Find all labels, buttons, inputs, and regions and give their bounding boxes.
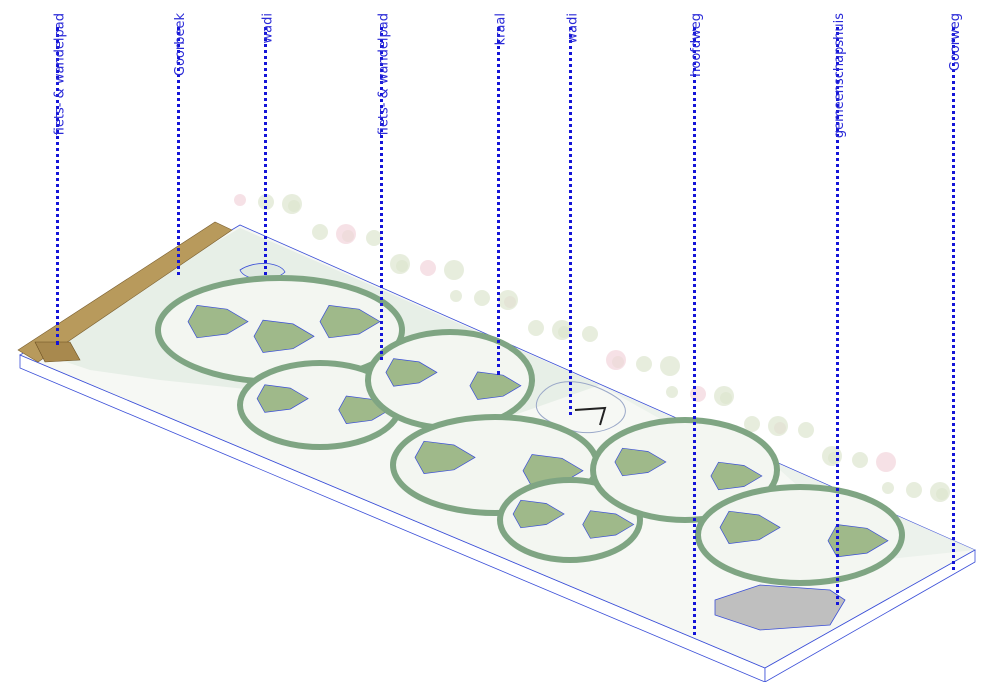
leader-line [497, 27, 500, 375]
house-roof [253, 319, 315, 353]
tree [420, 260, 436, 276]
leader-line [569, 27, 572, 415]
tree [768, 416, 788, 436]
cluster-path-ring [497, 477, 643, 563]
house-roof [827, 524, 889, 558]
annotation-label: fiets- & wandelpad [52, 13, 67, 136]
tree [390, 254, 410, 274]
wadi-pond [535, 381, 626, 434]
annotation-label: wadi [565, 13, 580, 44]
kraal-structure [574, 406, 607, 426]
leader-line [693, 27, 696, 635]
house-roof [385, 358, 438, 387]
house-roof [319, 305, 381, 339]
house-roof [710, 461, 763, 491]
tree [282, 194, 302, 214]
annotation-label: gemeenschapshuis [832, 13, 847, 139]
leader-line [177, 27, 180, 275]
annotation-label: Goorweg [948, 13, 963, 72]
tree [852, 452, 868, 468]
leader-line [836, 27, 839, 605]
tree [744, 416, 760, 432]
tree [234, 194, 246, 206]
leader-line [380, 27, 383, 360]
house-roof [256, 384, 309, 413]
tree [582, 326, 598, 342]
tree [498, 290, 518, 310]
tree [366, 230, 382, 246]
tree [660, 356, 680, 376]
tree [552, 320, 572, 340]
annotation-label: wadi [260, 13, 275, 44]
tree [606, 350, 626, 370]
cluster-path-ring [590, 417, 780, 523]
house-roof [187, 305, 249, 339]
tree [474, 290, 490, 306]
slab-front-edge [764, 549, 976, 682]
leader-line [952, 27, 955, 570]
annotation-label: fiets- & wandelpad [376, 13, 391, 136]
house-roof [469, 371, 522, 400]
tree [798, 422, 814, 438]
house-roof [414, 440, 476, 474]
tree [636, 356, 652, 372]
annotation-label: Goorbeek [173, 13, 188, 77]
tree [822, 446, 842, 466]
tree [312, 224, 328, 240]
tree [666, 386, 678, 398]
tree [336, 224, 356, 244]
annotation-label: kraal [493, 13, 508, 46]
tree [444, 260, 464, 280]
tree [882, 482, 894, 494]
tree [528, 320, 544, 336]
house-roof [512, 499, 565, 529]
house-roof [614, 447, 667, 477]
tree [930, 482, 950, 502]
tree [876, 452, 896, 472]
cluster-path-ring [695, 484, 905, 586]
house-roof [582, 510, 635, 539]
tree [714, 386, 734, 406]
house-roof [719, 510, 781, 544]
community-house [714, 584, 846, 631]
annotation-label: hoofdweg [689, 13, 704, 77]
leader-line [264, 27, 267, 275]
leader-line [56, 27, 59, 345]
tree [906, 482, 922, 498]
tree [450, 290, 462, 302]
